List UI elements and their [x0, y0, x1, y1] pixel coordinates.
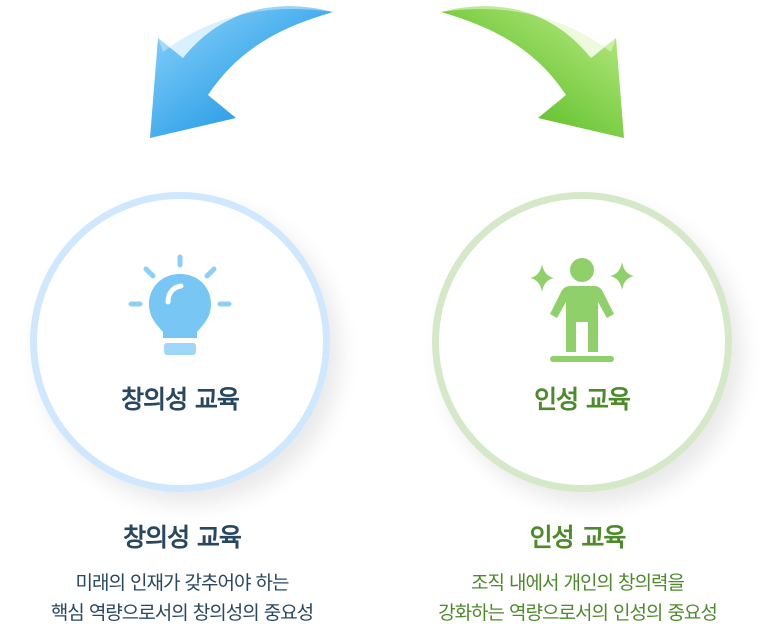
creativity-heading: 창의성 교육 [123, 523, 242, 552]
character-desc-line2: 강화하는 역량으로서의 인성의 중요성 [438, 602, 718, 624]
creativity-description: 미래의 인재가 갖추어야 하는 핵심 역량으로서의 창의성의 중요성 [0, 568, 364, 628]
green-curved-arrow-icon [441, 6, 624, 139]
character-description-block: 인성 교육 조직 내에서 개인의 창의력을 강화하는 역량으로서의 인성의 중요… [382, 518, 773, 628]
character-circle: 인성 교육 [432, 192, 732, 492]
character-desc-line1: 조직 내에서 개인의 창의력을 [471, 572, 685, 594]
blue-curved-arrow-icon [150, 6, 333, 139]
character-circle-title: 인성 교육 [534, 385, 631, 414]
lightbulb-icon [128, 254, 232, 355]
character-heading: 인성 교육 [529, 523, 627, 552]
person-sparkle-icon [530, 258, 634, 362]
creativity-description-block: 창의성 교육 미래의 인재가 갖추어야 하는 핵심 역량으로서의 창의성의 중요… [0, 518, 364, 628]
creativity-desc-line1: 미래의 인재가 갖추어야 하는 [75, 572, 290, 594]
creativity-circle: 창의성 교육 [30, 192, 330, 492]
character-description: 조직 내에서 개인의 창의력을 강화하는 역량으로서의 인성의 중요성 [382, 568, 773, 628]
creativity-circle-title: 창의성 교육 [121, 385, 240, 414]
creativity-desc-line2: 핵심 역량으로서의 창의성의 중요성 [50, 602, 314, 624]
